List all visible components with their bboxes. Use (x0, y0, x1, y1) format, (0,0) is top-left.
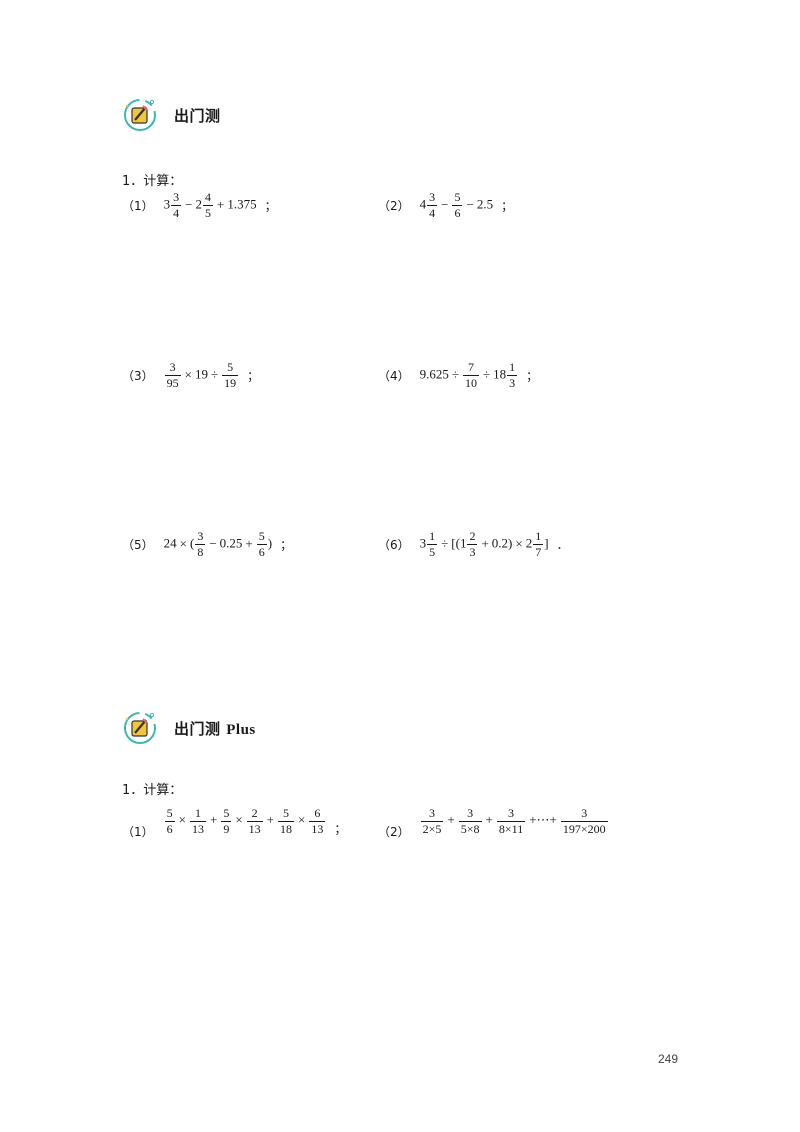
problem-end: ； (501, 199, 514, 214)
problem-end: ． (556, 538, 569, 553)
question-label: 1．计算： (122, 174, 183, 189)
section-header: 出门测 (122, 97, 221, 133)
problem-number: （2） (378, 825, 410, 839)
section-header: 出门测 Plus (122, 710, 256, 746)
page-number: 249 (658, 1052, 679, 1066)
problem-number: （3） (122, 369, 154, 384)
problem-number: （6） (378, 538, 410, 553)
problem-end: ； (247, 369, 260, 384)
section-title: 出门测 Plus (174, 719, 256, 738)
problem-number: （2） (378, 199, 410, 214)
section-title: 出门测 (174, 106, 221, 125)
problem-end: ； (264, 199, 277, 214)
problem-number: （5） (122, 538, 154, 553)
problem-number: （1） (122, 825, 154, 839)
pencil-notepad-icon (122, 97, 158, 133)
problem-end: ； (526, 369, 539, 384)
question-label: 1．计算： (122, 783, 183, 798)
problem-number: （4） (378, 369, 410, 384)
problem-number: （1） (122, 199, 154, 214)
problem-end: ； (280, 538, 293, 553)
pencil-notepad-icon (122, 710, 158, 746)
problem-end: ； (334, 822, 347, 836)
